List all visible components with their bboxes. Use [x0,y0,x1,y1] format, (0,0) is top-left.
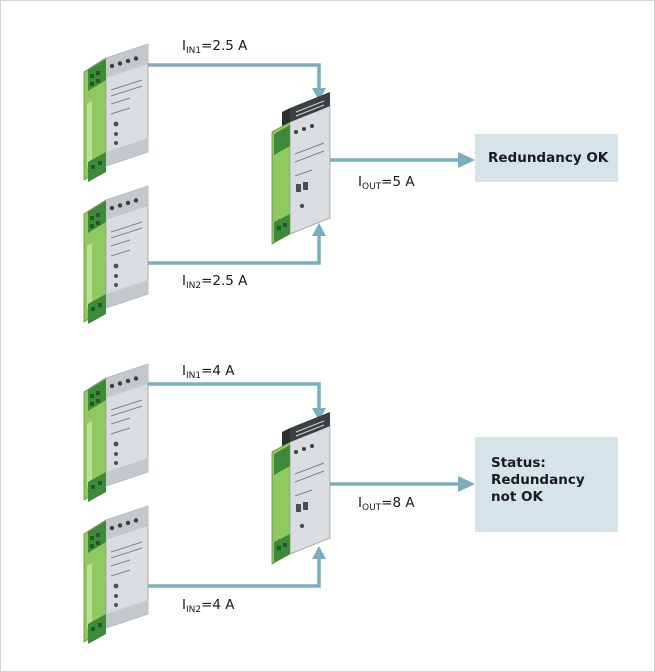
input2-current-label: IIN2=4 A [182,597,235,615]
power-supply-module-icon [83,185,149,325]
status-text: Redundancy OK [488,150,609,166]
status-text: Redundancy [491,472,585,488]
status-box-redundancy-ok: Redundancy OK [475,134,618,182]
redundancy-module-icon [271,411,331,565]
scenario2-wires [147,382,462,588]
status-box-redundancy-not-ok: Status: Redundancy not OK [475,437,618,532]
output-current-label: IOUT=5 A [358,174,415,192]
scenario2-arrowheads [312,408,475,559]
scenario1-arrowheads [312,88,475,236]
output-current-label: IOUT=8 A [358,495,415,513]
input1-current-label: IIN1=4 A [182,363,235,381]
input1-current-label: IIN1=2.5 A [182,38,248,56]
input2-current-label: IIN2=2.5 A [182,273,248,291]
status-text: Status: [491,455,546,471]
power-supply-module-icon [83,505,149,645]
redundancy-module-icon [271,91,331,245]
power-supply-module-icon [83,363,149,503]
power-supply-module-icon [83,43,149,183]
scenario1-wires [147,63,462,265]
status-text: not OK [491,489,543,505]
